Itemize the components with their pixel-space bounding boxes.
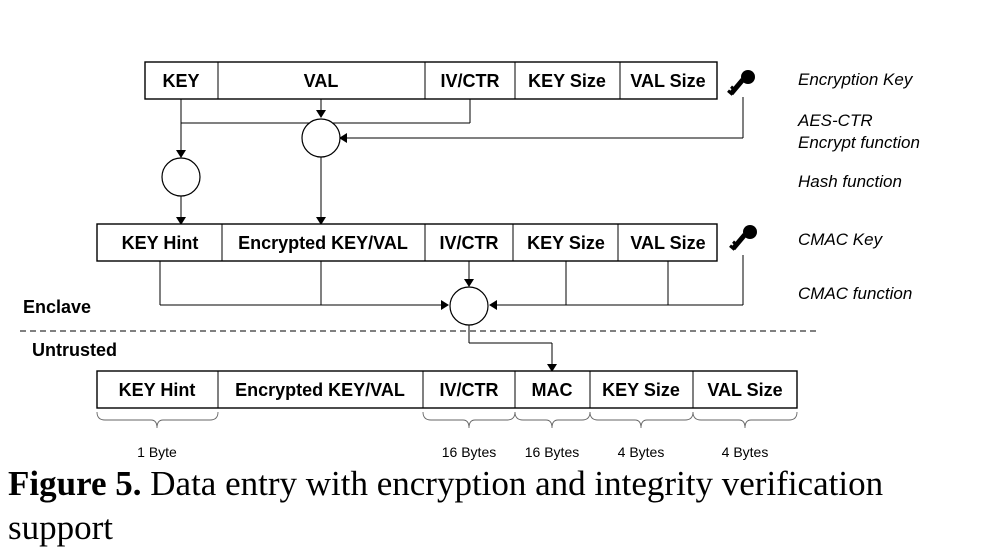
plaintext-entry-box [144, 61, 718, 100]
field-key: KEY [162, 71, 199, 91]
aes-ctr-label: AES-CTR [797, 111, 873, 130]
field-val: VAL [304, 71, 339, 91]
key-icon [729, 225, 757, 251]
field-key-size: KEY Size [527, 233, 605, 253]
cmac-connectors [159, 255, 744, 310]
key-icon [727, 70, 755, 96]
field-key-hint: KEY Hint [119, 380, 196, 400]
encrypted-entry-row: KEY Hint Encrypted KEY/VAL IV/CTR KEY Si… [96, 223, 718, 262]
row2-connectors [176, 157, 326, 225]
field-iv-ctr: IV/CTR [439, 233, 498, 253]
figure-caption: Figure 5. Data entry with encryption and… [8, 462, 978, 550]
field-iv-ctr: IV/CTR [439, 380, 498, 400]
stored-entry-row: KEY Hint Encrypted KEY/VAL IV/CTR MAC KE… [96, 370, 798, 409]
field-encrypted-key-val: Encrypted KEY/VAL [238, 233, 408, 253]
size-braces [96, 411, 798, 429]
encrypt-connectors [176, 97, 744, 158]
hash-function-label: Hash function [798, 172, 902, 191]
stored-entry-box [96, 370, 798, 409]
mac-connector [468, 325, 557, 372]
enclave-label: Enclave [23, 297, 91, 317]
cmac-function-circle [449, 286, 489, 326]
aes-ctr-encrypt-circle [301, 118, 341, 158]
figure-label: Figure 5. [8, 464, 142, 503]
encryption-key-label: Encryption Key [798, 70, 914, 89]
field-key-size: KEY Size [602, 380, 680, 400]
size-label: 4 Bytes [618, 444, 665, 460]
field-iv-ctr: IV/CTR [440, 71, 499, 91]
field-encrypted-key-val: Encrypted KEY/VAL [235, 380, 405, 400]
encrypt-function-label: Encrypt function [798, 133, 920, 152]
size-label: 16 Bytes [442, 444, 496, 460]
field-val-size: VAL Size [630, 233, 705, 253]
cmac-key-label: CMAC Key [798, 230, 884, 249]
untrusted-label: Untrusted [32, 340, 117, 360]
plaintext-entry-row: KEY VAL IV/CTR KEY Size VAL Size [144, 61, 718, 100]
size-label: 4 Bytes [722, 444, 769, 460]
field-key-hint: KEY Hint [122, 233, 199, 253]
encrypted-entry-box [96, 223, 718, 262]
size-label: 16 Bytes [525, 444, 579, 460]
field-val-size: VAL Size [630, 71, 705, 91]
hash-function-circle [161, 157, 201, 197]
size-label: 1 Byte [137, 444, 177, 460]
field-val-size: VAL Size [707, 380, 782, 400]
field-key-size: KEY Size [528, 71, 606, 91]
cmac-function-label: CMAC function [798, 284, 912, 303]
field-mac: MAC [532, 380, 573, 400]
caption-text: Data entry with encryption and integrity… [8, 464, 884, 547]
